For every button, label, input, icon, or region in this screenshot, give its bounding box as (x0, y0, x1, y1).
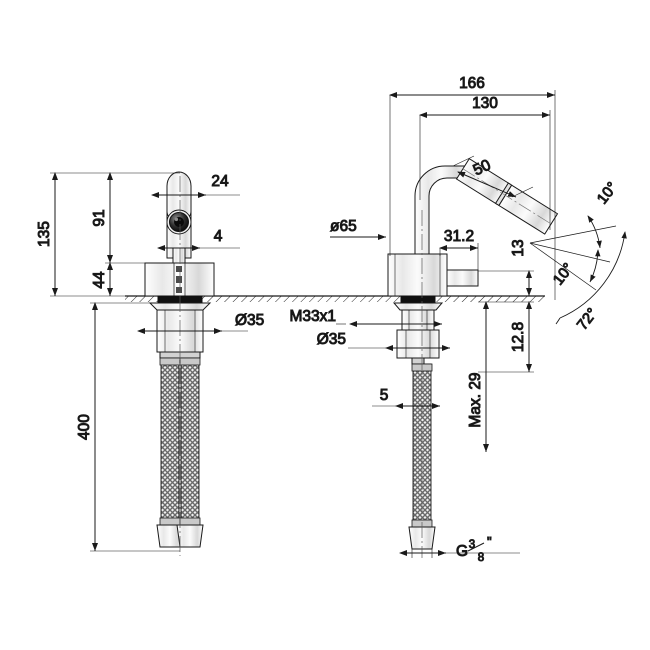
side-nozzle (455, 157, 559, 235)
dim-g38-prefix: G (456, 543, 468, 560)
front-view-faucet (144, 171, 215, 556)
front-dimension-44: 44 (91, 262, 113, 296)
dim-13-label: 13 (510, 239, 527, 256)
side-shank-assembly (392, 295, 444, 365)
dim-max29-label: Max. 29 (467, 372, 484, 427)
dim-12-8-label: 12.8 (510, 322, 527, 352)
angle-72-label: 72° (574, 305, 601, 333)
dim-166-label: 166 (459, 75, 485, 92)
dim-44-label: 44 (91, 271, 108, 289)
side-dimension-d35-nut: Ø35 (316, 331, 450, 351)
dim-g38-suffix: " (487, 534, 492, 549)
front-neck-stem (172, 247, 186, 265)
dim-91-label: 91 (91, 209, 108, 226)
side-dimension-312: 31.2 (439, 228, 479, 272)
dim-g38-numerator: 3 (469, 539, 475, 551)
dim-31-2-label: 31.2 (444, 228, 474, 245)
dim-g38-denominator: 8 (478, 552, 484, 564)
dim-d65-label: ø65 (330, 218, 357, 235)
side-dimension-max29: Max. 29 (467, 301, 489, 452)
dim-50-label: 50 (471, 156, 494, 179)
side-view-faucet (387, 157, 559, 558)
dim-d35-nut-label: Ø35 (317, 331, 346, 348)
angle-dimensions-group: 10° 10° 72° (529, 179, 627, 334)
side-dimension-g38: G 3 8 " (399, 534, 520, 565)
side-dimension-d65: ø65 (330, 218, 386, 240)
dim-4-label: 4 (214, 228, 223, 245)
dim-5-label: 5 (380, 387, 389, 404)
dim-135-label: 135 (36, 221, 53, 247)
front-body-block (144, 262, 215, 297)
front-dimension-d35: Ø35 (137, 312, 265, 334)
side-dimension-5: 5 (372, 387, 440, 409)
front-braided-hoses (156, 357, 204, 548)
dim-24-label: 24 (211, 173, 229, 190)
side-dimension-13: 13 (478, 239, 534, 297)
front-dimension-24: 24 (151, 173, 240, 199)
dim-130-label: 130 (472, 95, 498, 112)
front-dimension-4: 4 (157, 228, 240, 251)
side-dimension-130: 130 (419, 95, 551, 230)
angle-upper-10-label: 10° (594, 179, 621, 207)
side-dimension-166: 166 (389, 75, 556, 300)
front-dimension-135: 135 (36, 172, 180, 297)
side-body-block (387, 253, 479, 297)
dim-400-label: 400 (76, 414, 93, 440)
dim-d35-label: Ø35 (235, 312, 264, 329)
dim-m33x1-label: M33x1 (289, 308, 336, 325)
side-dimension-50: 50 (452, 155, 534, 198)
front-dimension-91: 91 (91, 172, 145, 264)
front-handle-lever (166, 171, 192, 259)
front-dimension-400: 400 (76, 302, 180, 552)
side-dimension-128: 12.8 (478, 301, 534, 373)
side-dimension-m33: M33x1 (289, 308, 442, 327)
angle-lower-10-label: 10° (550, 260, 577, 288)
